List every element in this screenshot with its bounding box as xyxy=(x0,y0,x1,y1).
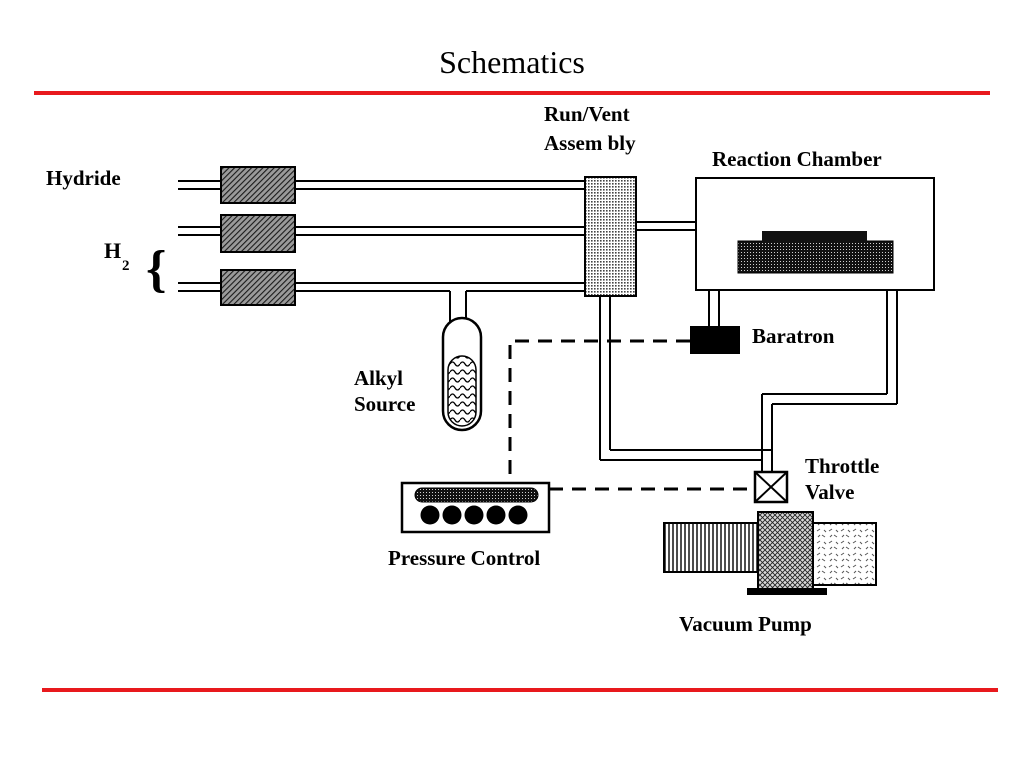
alkyl-source-label-line2: Source xyxy=(354,392,415,416)
pressure-controller xyxy=(400,481,551,534)
baratron-gauge xyxy=(690,326,740,354)
run-vent-label-line1: Run/Vent xyxy=(544,102,630,126)
h2-label: H 2 xyxy=(104,238,130,274)
reaction-chamber-label: Reaction Chamber xyxy=(712,147,882,171)
throttle-valve-label-line2: Valve xyxy=(805,480,854,504)
alkyl-source-label-line1: Alkyl xyxy=(354,366,403,390)
top-divider xyxy=(34,91,990,95)
gas-lines xyxy=(178,180,898,472)
bottom-divider xyxy=(42,688,998,692)
control-signal-lines xyxy=(508,339,755,491)
throttle-valve xyxy=(753,470,789,504)
run-vent-label-line2: Assem bly xyxy=(544,131,636,155)
h2-brace: { xyxy=(146,241,167,298)
wafer xyxy=(762,231,867,242)
susceptor xyxy=(737,240,894,274)
throttle-valve-label-line1: Throttle xyxy=(805,454,879,478)
h2-label-subscript: 2 xyxy=(122,258,130,274)
vacuum-pump xyxy=(663,511,877,595)
vacuum-pump-label: Vacuum Pump xyxy=(679,612,812,636)
mfc-hydride xyxy=(220,166,296,204)
run-vent-assembly xyxy=(584,176,637,297)
h2-label-base: H xyxy=(104,238,121,263)
pressure-control-label: Pressure Control xyxy=(388,546,540,570)
alkyl-source-bubbler xyxy=(441,316,483,432)
hydride-label: Hydride xyxy=(46,166,121,190)
mfc-h2-lower xyxy=(220,269,296,306)
mfc-h2-upper xyxy=(220,214,296,253)
slide-title: Schematics xyxy=(439,44,585,80)
baratron-label: Baratron xyxy=(752,324,835,348)
